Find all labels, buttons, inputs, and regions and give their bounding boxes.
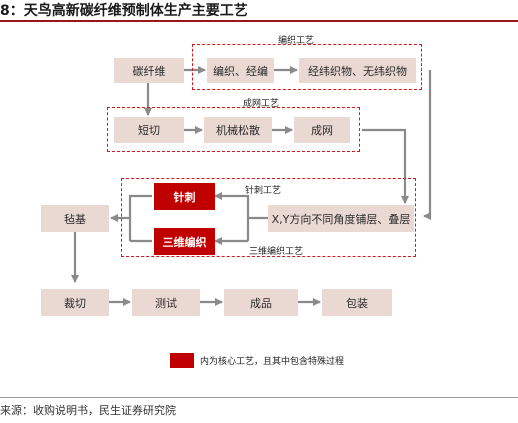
legend-text: 内为核心工艺，且其中包含特殊过程	[200, 357, 345, 367]
node-layup: X,Y方向不同角度铺层、叠层	[268, 205, 414, 232]
figure-title: 8：天鸟高新碳纤维预制体生产主要工艺	[0, 3, 248, 19]
node-packaging: 包装	[322, 289, 392, 316]
arrow-fabrics-to-layup	[423, 70, 432, 220]
source-note: 来源：收购说明书，民生证券研究院	[0, 404, 176, 417]
node-web-forming: 成网	[294, 117, 350, 143]
node-test: 测试	[132, 289, 200, 316]
node-felt: 毡基	[41, 205, 109, 232]
node-carbon-fiber: 碳纤维	[114, 58, 184, 83]
node-3d-braiding: 三维编织	[154, 228, 215, 255]
arrow-processes-to-felt	[110, 194, 152, 222]
node-carding: 机械松散	[204, 117, 272, 143]
web-process-group	[107, 107, 360, 152]
needling-process-label: 针刺工艺	[245, 186, 282, 196]
node-weave-knit: 编织、经编	[207, 58, 274, 83]
weaving-process-label: 编织工艺	[278, 36, 315, 46]
legend-core-swatch	[170, 353, 194, 368]
node-fabrics: 经纬织物、无纬织物	[299, 58, 416, 83]
node-needle-punch: 针刺	[154, 183, 215, 210]
core-process-group	[121, 178, 416, 257]
arrow-layup-to-needle	[214, 192, 268, 220]
node-cut: 裁切	[41, 289, 109, 316]
node-product: 成品	[224, 289, 298, 316]
title-divider	[0, 20, 518, 22]
braiding-process-label: 三维编织工艺	[249, 247, 304, 257]
web-process-label: 成网工艺	[243, 99, 280, 109]
footer-divider	[0, 397, 518, 398]
node-chop: 短切	[114, 117, 184, 143]
weaving-process-group	[192, 44, 422, 90]
